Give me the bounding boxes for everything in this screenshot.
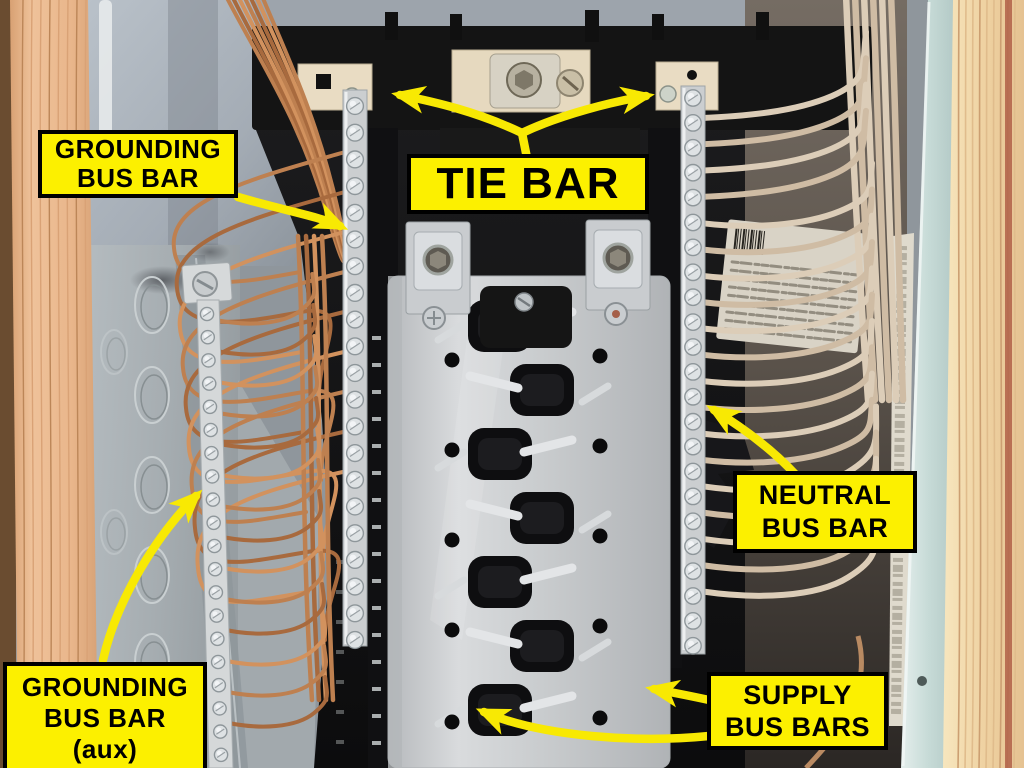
wood-frame-right — [943, 0, 1024, 768]
supply-bus-bars-label-text: SUPPLY BUS BARS — [724, 680, 870, 742]
main-lugs — [405, 219, 651, 348]
tie-bar-arrow-left — [391, 86, 527, 138]
grounding-bus-bar-label-text: GROUNDING BUS BAR — [54, 134, 222, 193]
panel-edge-right — [901, 0, 955, 768]
neutral-bus-bar-label-text: NEUTRAL BUS BAR — [758, 480, 892, 543]
tie-bar-arrow-right — [517, 86, 655, 138]
supply-bus-bars-arrow-short — [645, 679, 714, 708]
tie-bar-label-text: TIE BAR — [436, 159, 620, 208]
grounding-bus-bar-aux-label-text: GROUNDING BUS BAR (aux) — [21, 671, 189, 764]
grounding-bus-bar-aux-arrow — [98, 489, 203, 665]
tie-bar-label: TIE BAR — [407, 154, 649, 214]
neutral-bus-bar-arrow — [706, 405, 800, 479]
annotation-arrows — [98, 86, 800, 743]
neutral-bus-bar — [680, 85, 706, 655]
wood-frame-left — [0, 0, 98, 768]
grounding-bus-bar-arrow — [233, 192, 349, 231]
supply-bus-bars-label: SUPPLY BUS BARS — [707, 672, 888, 750]
grounding-bus-bar-aux-label: GROUNDING BUS BAR (aux) — [3, 662, 207, 768]
grounding-bus-bar-aux — [181, 262, 329, 768]
grounding-bus-bar-label: GROUNDING BUS BAR — [38, 130, 238, 198]
supply-bus-assembly — [387, 219, 671, 768]
grounding-bus-bar — [342, 89, 368, 650]
supply-bus-bars-arrow-long — [475, 707, 714, 743]
neutral-bus-bar-label: NEUTRAL BUS BAR — [733, 471, 917, 553]
